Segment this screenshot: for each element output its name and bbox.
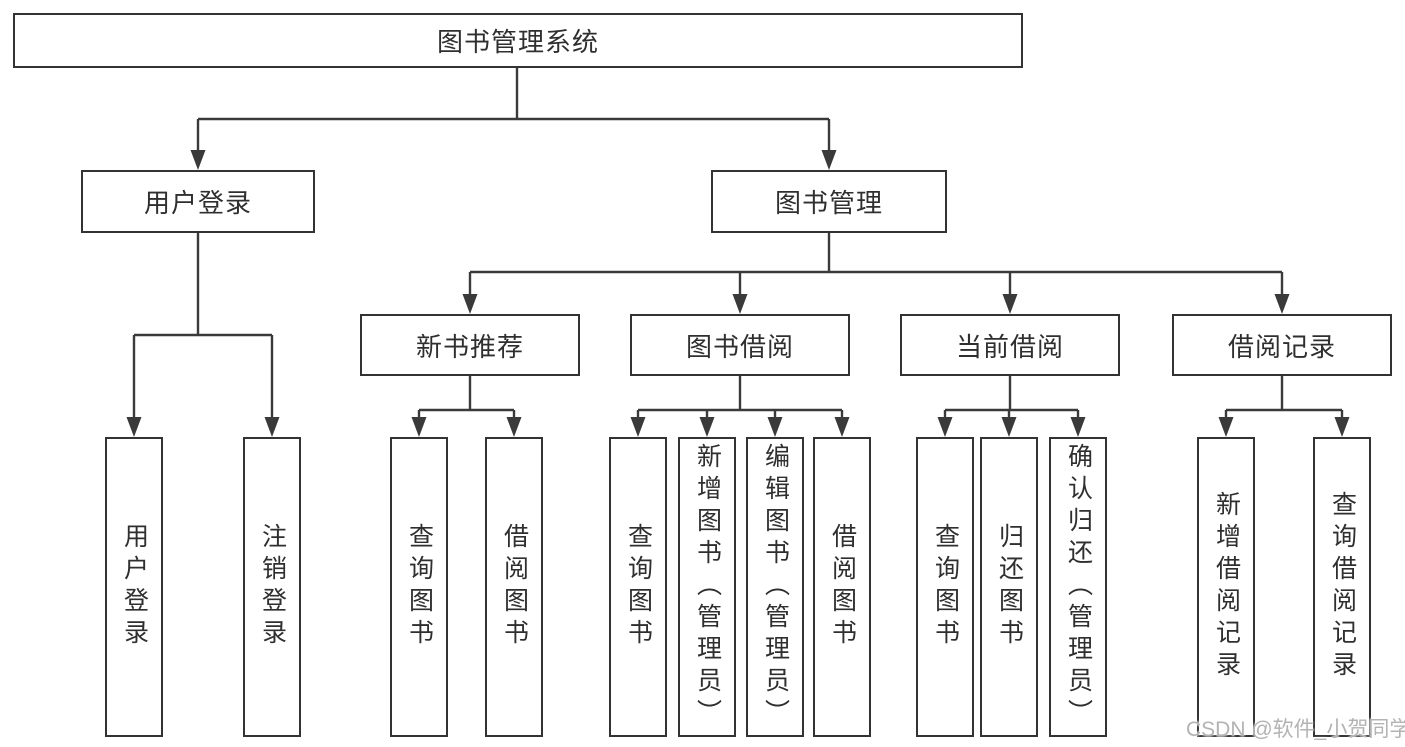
node-label: 新书推荐: [415, 331, 524, 362]
node-label: 图书管理系统: [436, 27, 599, 57]
arrowhead-icon: [732, 294, 748, 314]
arrowhead-icon: [506, 417, 522, 437]
connector-borrow-to-leaves: [630, 376, 850, 437]
node-label: 图书借阅: [685, 331, 794, 362]
arrowhead-icon: [1001, 417, 1017, 437]
arrowhead-icon: [190, 150, 206, 170]
leaf-query-books-borrow: 查询图书: [609, 437, 667, 737]
connector-root-to-level2: [190, 68, 837, 170]
leaf-add-book-admin: 新增图书（管理员）: [678, 437, 736, 737]
arrowhead-icon: [834, 417, 850, 437]
arrowhead-icon: [767, 417, 783, 437]
node-label: 用户登录: [120, 523, 149, 651]
node-label: 新增借阅记录: [1212, 491, 1241, 683]
arrowhead-icon: [937, 417, 953, 437]
node-label: 注销登录: [258, 523, 287, 651]
node-label: 借阅图书: [828, 523, 857, 651]
connector-records-to-leaves: [1218, 376, 1350, 437]
leaf-query-books-recommend: 查询图书: [390, 437, 448, 737]
node-label: 查询图书: [931, 523, 960, 651]
node-label: 新增图书（管理员）: [693, 443, 722, 731]
connector-newbook-to-leaves: [411, 376, 522, 437]
node-library-management-system: 图书管理系统: [13, 13, 1023, 68]
arrowhead-icon: [630, 417, 646, 437]
arrowhead-icon: [462, 294, 478, 314]
connector-userlogin-to-leaves: [126, 233, 280, 437]
leaf-borrow-books-recommend: 借阅图书: [485, 437, 543, 737]
leaf-user-login: 用户登录: [105, 437, 163, 737]
leaf-query-books-current: 查询图书: [916, 437, 974, 737]
arrowhead-icon: [1002, 294, 1018, 314]
node-label: 编辑图书（管理员）: [761, 443, 790, 731]
arrowhead-icon: [126, 417, 142, 437]
node-label: 图书管理: [774, 188, 883, 218]
node-new-book-recommendation: 新书推荐: [360, 314, 580, 376]
node-label: 归还图书: [995, 523, 1024, 651]
arrowhead-icon: [1218, 417, 1234, 437]
connector-bookmgmt-to-level3: [462, 233, 1290, 314]
node-label: 借阅记录: [1227, 331, 1336, 362]
leaf-query-borrow-record: 查询借阅记录: [1313, 437, 1371, 737]
leaf-add-borrow-record: 新增借阅记录: [1197, 437, 1255, 737]
node-label: 用户登录: [143, 188, 252, 218]
node-label: 查询图书: [624, 523, 653, 651]
csdn-watermark: CSDN @软件_小贺同学: [1186, 718, 1405, 741]
arrowhead-icon: [1334, 417, 1350, 437]
connector-current-to-leaves: [937, 376, 1086, 437]
arrowhead-icon: [411, 417, 427, 437]
arrowhead-icon: [821, 150, 837, 170]
leaf-borrow-books: 借阅图书: [813, 437, 871, 737]
node-book-management: 图书管理: [711, 170, 947, 233]
node-borrowing-records: 借阅记录: [1172, 314, 1392, 376]
node-label: 借阅图书: [500, 523, 529, 651]
node-current-borrowing: 当前借阅: [900, 314, 1120, 376]
arrowhead-icon: [1274, 294, 1290, 314]
leaf-logout: 注销登录: [243, 437, 301, 737]
leaf-return-books: 归还图书: [980, 437, 1038, 737]
arrowhead-icon: [1070, 417, 1086, 437]
leaf-edit-book-admin: 编辑图书（管理员）: [746, 437, 804, 737]
node-label: 确认归还（管理员）: [1064, 443, 1093, 731]
node-label: 查询借阅记录: [1328, 491, 1357, 683]
arrowhead-icon: [264, 417, 280, 437]
leaf-confirm-return-admin: 确认归还（管理员）: [1049, 437, 1107, 737]
node-book-borrowing: 图书借阅: [630, 314, 850, 376]
node-label: 查询图书: [405, 523, 434, 651]
arrowhead-icon: [699, 417, 715, 437]
node-label: 当前借阅: [955, 331, 1064, 362]
node-user-login: 用户登录: [81, 170, 315, 233]
